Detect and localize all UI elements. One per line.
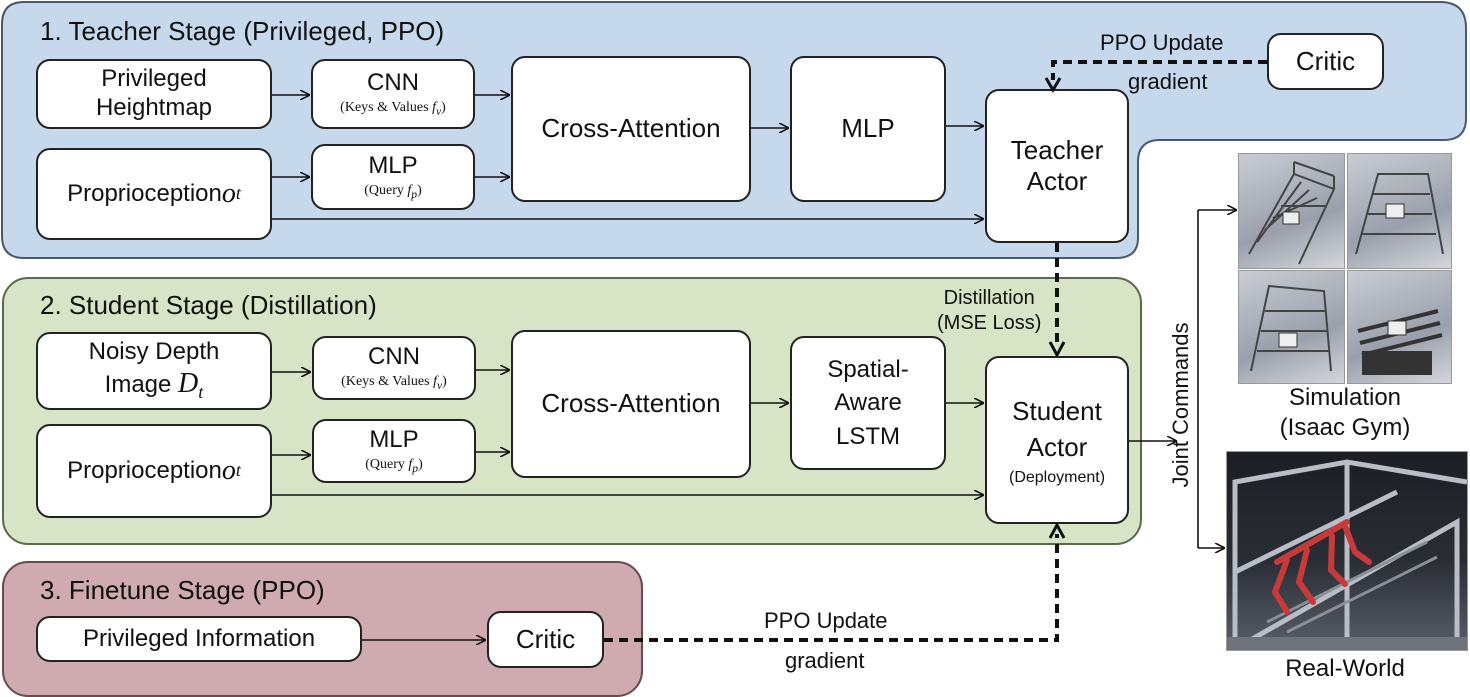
teacher-critic-box: Critic (1267, 33, 1384, 90)
student-actor-label: Student Actor (1012, 396, 1102, 463)
privileged-heightmap-label: Privileged Heightmap (95, 65, 213, 121)
privileged-information-label: Privileged Information (82, 624, 316, 652)
student-cnn-sub: (Keys & Values fv) (341, 374, 447, 392)
teacher-stage-title: 1. Teacher Stage (Privileged, PPO) (40, 16, 445, 46)
teacher-gradient-label: gradient (1128, 69, 1208, 94)
teacher-proprioception-subscript: t (235, 183, 241, 204)
teacher-mlp-label: MLP (841, 113, 895, 144)
stairs-frame-icon (1248, 161, 1336, 265)
robot-on-stairs-icon (1227, 459, 1467, 650)
distillation-label: Distillation (MSE Loss) (937, 287, 1042, 334)
student-cnn-box: CNN (Keys & Values fv) (312, 336, 476, 400)
teacher-proprioception-label: Proprioception (67, 179, 222, 207)
noisy-depth-label: Noisy Depth Image Dt (88, 338, 220, 402)
student-actor-sub: (Deployment) (1008, 468, 1106, 486)
teacher-cnn-label: CNN (367, 69, 419, 97)
teacher-mlp-query-box: MLP (Query fp) (311, 144, 475, 210)
finetune-ppo-update-label: PPO Update (764, 608, 888, 633)
teacher-cnn-sub: (Keys & Values fv) (340, 100, 446, 118)
noisy-depth-box: Noisy Depth Image Dt (36, 332, 272, 410)
teacher-critic-label: Critic (1295, 45, 1356, 76)
student-proprioception-var: o (221, 455, 236, 487)
teacher-actor-label: Teacher Actor (1010, 134, 1104, 196)
finetune-critic-box: Critic (487, 611, 604, 668)
teacher-ppo-update-label: PPO Update (1100, 30, 1224, 55)
spatial-lstm-label: Spatial- Aware LSTM (827, 355, 909, 450)
student-proprioception-subscript: t (235, 460, 241, 481)
simulation-image-1 (1238, 153, 1345, 269)
teacher-proprioception-var: o (221, 178, 236, 210)
finetune-stage-title: 3. Finetune Stage (PPO) (40, 575, 325, 605)
privileged-information-box: Privileged Information (36, 616, 362, 662)
student-cross-attention-box: Cross-Attention (511, 330, 751, 478)
student-actor-box: Student Actor (Deployment) (985, 356, 1129, 524)
teacher-query-sub: (Query fp) (364, 183, 422, 201)
student-stage-title: 2. Student Stage (Distillation) (40, 290, 377, 320)
privileged-heightmap-box: Privileged Heightmap (36, 59, 272, 129)
teacher-mlp-box: MLP (790, 56, 946, 202)
stairs-frame-icon (1357, 309, 1443, 375)
simulation-caption: Simulation (Isaac Gym) (1279, 384, 1411, 441)
student-cnn-label: CNN (368, 343, 420, 371)
simulation-image-3 (1238, 270, 1345, 384)
joint-commands-label: Joint Commands (1168, 322, 1193, 488)
simulation-image-4 (1347, 270, 1452, 384)
finetune-critic-label: Critic (515, 623, 576, 654)
student-mlp-query-label: MLP (369, 426, 419, 454)
teacher-cross-attention-label: Cross-Attention (541, 113, 721, 144)
real-world-photo (1226, 451, 1468, 651)
teacher-cnn-box: CNN (Keys & Values fv) (311, 59, 475, 129)
teacher-cross-attention-box: Cross-Attention (511, 56, 751, 202)
finetune-gradient-label: gradient (785, 648, 865, 673)
teacher-mlp-query-label: MLP (368, 152, 418, 180)
stairs-frame-icon (1355, 173, 1444, 255)
student-cross-attention-label: Cross-Attention (541, 388, 721, 419)
student-proprioception-label: Proprioception (67, 456, 222, 484)
real-world-caption: Real-World (1285, 655, 1405, 682)
simulation-image-2 (1347, 153, 1452, 269)
spatial-lstm-box: Spatial- Aware LSTM (790, 336, 946, 470)
student-mlp-query-box: MLP (Query fp) (312, 419, 476, 483)
stairs-frame-icon (1250, 284, 1332, 372)
student-query-sub: (Query fp) (365, 457, 423, 475)
teacher-actor-box: Teacher Actor (985, 89, 1129, 243)
